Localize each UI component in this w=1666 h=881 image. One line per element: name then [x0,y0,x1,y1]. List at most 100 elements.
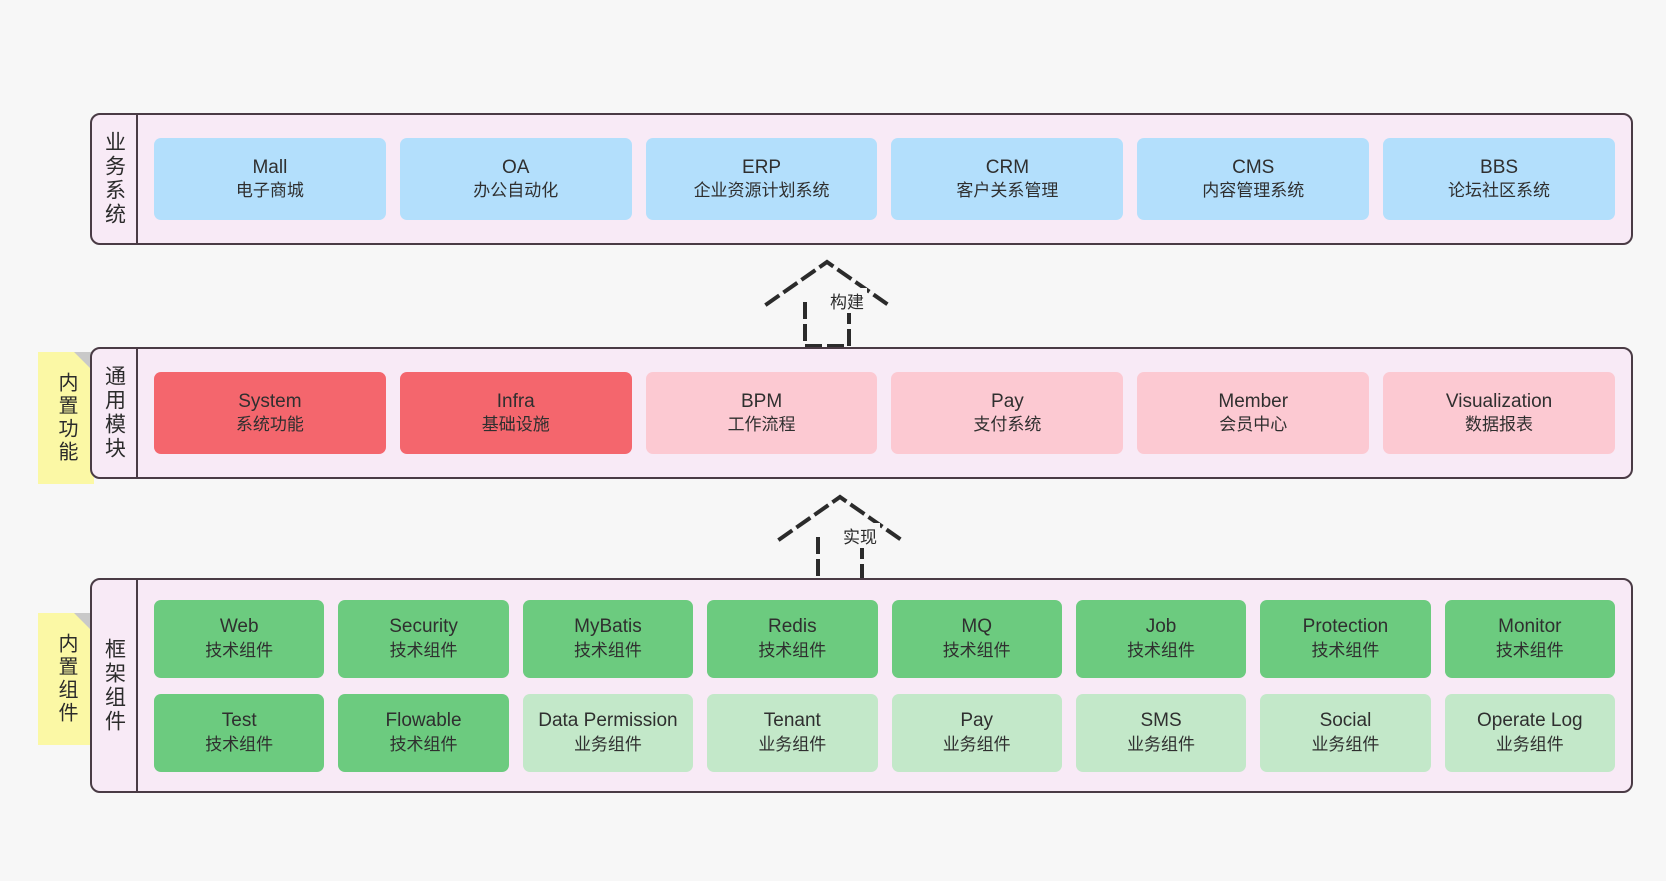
card-redis-name: Redis [768,616,817,638]
card-tenant-name: Tenant [763,710,821,732]
card-monitor-name: Monitor [1498,616,1562,638]
card-infra[interactable]: Infra 基础设施 [399,372,632,454]
card-security-name: Security [389,616,458,638]
card-member-name: Member [1218,390,1289,412]
card-infra-desc: 基础设施 [481,415,550,435]
connector-build-label: 构建 [827,288,867,313]
card-data-permission[interactable]: Data Permission 业务组件 [522,693,694,772]
card-pay-component[interactable]: Pay 业务组件 [891,693,1062,772]
card-monitor[interactable]: Monitor 技术组件 [1444,599,1615,678]
card-job-name: Job [1145,616,1177,638]
layer-business-systems: 业务系统 Mall 电子商城 OA 办公自动化 ERP 企业资源计划系统 CRM… [90,113,1633,245]
card-erp-desc: 企业资源计划系统 [693,181,830,201]
card-cms[interactable]: CMS 内容管理系统 [1137,138,1370,220]
card-tenant-desc: 业务组件 [758,734,827,754]
card-system-name: System [238,390,302,412]
framework-row-business: Test 技术组件 Flowable 技术组件 Data Permission … [154,693,1615,772]
card-social-desc: 业务组件 [1311,734,1380,754]
card-protection[interactable]: Protection 技术组件 [1260,599,1431,678]
card-test[interactable]: Test 技术组件 [154,693,325,772]
card-system[interactable]: System 系统功能 [154,372,386,454]
layer-body-common-modules: System 系统功能 Infra 基础设施 BPM 工作流程 Pay 支付系统… [138,349,1631,477]
card-bbs-name: BBS [1480,156,1519,178]
card-sms[interactable]: SMS 业务组件 [1075,693,1247,772]
card-mall-name: Mall [252,156,288,178]
card-mq-desc: 技术组件 [942,640,1011,660]
card-erp[interactable]: ERP 企业资源计划系统 [645,138,878,220]
layer-title-framework-components: 框架组件 [92,580,138,791]
card-oa-desc: 办公自动化 [473,181,559,201]
arrow-shaft-build [803,302,851,348]
card-member[interactable]: Member 会员中心 [1137,372,1370,454]
card-web[interactable]: Web 技术组件 [154,599,325,678]
arrowhead-implement [777,494,903,542]
card-crm[interactable]: CRM 客户关系管理 [891,138,1124,220]
card-pay-module-desc: 支付系统 [973,415,1042,435]
card-bpm[interactable]: BPM 工作流程 [645,372,878,454]
layer-body-framework-components: Web 技术组件 Security 技术组件 MyBatis 技术组件 Redi… [138,580,1631,791]
card-erp-name: ERP [742,156,782,178]
card-oa-name: OA [502,156,530,178]
card-mq[interactable]: MQ 技术组件 [891,599,1062,678]
card-flowable-desc: 技术组件 [389,734,458,754]
card-operate-log-name: Operate Log [1476,710,1583,732]
card-member-desc: 会员中心 [1219,415,1288,435]
card-flowable-name: Flowable [385,710,462,732]
card-mybatis[interactable]: MyBatis 技术组件 [522,599,694,678]
card-web-desc: 技术组件 [205,640,274,660]
card-social[interactable]: Social 业务组件 [1260,693,1431,772]
card-operate-log-desc: 业务组件 [1495,734,1564,754]
layer-framework-components: 框架组件 Web 技术组件 Security 技术组件 MyBatis 技术组件… [90,578,1633,793]
card-sms-name: SMS [1140,710,1182,732]
sticky-fold-icon [74,352,94,372]
sticky-fold-icon [74,613,94,633]
card-security-desc: 技术组件 [389,640,458,660]
sticky-note-builtin-features: 内置功能 [38,352,94,484]
connector-implement: 实现 [770,487,950,583]
card-pay-component-name: Pay [960,710,994,732]
card-mybatis-desc: 技术组件 [573,640,642,660]
framework-row-technical: Web 技术组件 Security 技术组件 MyBatis 技术组件 Redi… [154,599,1615,678]
card-data-permission-desc: 业务组件 [573,734,642,754]
card-security[interactable]: Security 技术组件 [338,599,509,678]
card-bpm-name: BPM [740,390,783,412]
card-test-name: Test [221,710,257,732]
card-pay-module-name: Pay [991,390,1024,412]
card-sms-desc: 业务组件 [1127,734,1196,754]
connector-build: 构建 [757,252,937,348]
card-web-name: Web [219,616,259,638]
card-monitor-desc: 技术组件 [1495,640,1564,660]
card-mall[interactable]: Mall 电子商城 [154,138,386,220]
card-flowable[interactable]: Flowable 技术组件 [338,693,509,772]
card-mall-desc: 电子商城 [235,181,304,201]
card-visualization-desc: 数据报表 [1465,415,1534,435]
card-crm-name: CRM [985,156,1030,178]
sticky-note-builtin-features-label: 内置功能 [55,372,77,464]
card-mq-name: MQ [961,616,992,638]
card-operate-log[interactable]: Operate Log 业务组件 [1444,693,1615,772]
card-test-desc: 技术组件 [205,734,274,754]
card-oa[interactable]: OA 办公自动化 [399,138,632,220]
card-bbs[interactable]: BBS 论坛社区系统 [1383,138,1615,220]
card-social-name: Social [1319,710,1372,732]
connector-implement-label: 实现 [840,523,880,548]
card-redis-desc: 技术组件 [758,640,827,660]
card-system-desc: 系统功能 [235,415,304,435]
card-cms-name: CMS [1232,156,1275,178]
layer-title-business-systems: 业务系统 [92,115,138,243]
card-redis[interactable]: Redis 技术组件 [707,599,878,678]
card-tenant[interactable]: Tenant 业务组件 [707,693,878,772]
card-job-desc: 技术组件 [1127,640,1196,660]
card-visualization[interactable]: Visualization 数据报表 [1383,372,1615,454]
card-pay-module[interactable]: Pay 支付系统 [891,372,1124,454]
sticky-note-builtin-components-label: 内置组件 [55,633,77,725]
card-protection-name: Protection [1302,616,1389,638]
card-protection-desc: 技术组件 [1311,640,1380,660]
card-mybatis-name: MyBatis [574,616,642,638]
card-bbs-desc: 论坛社区系统 [1448,181,1551,201]
card-job[interactable]: Job 技术组件 [1075,599,1247,678]
card-visualization-name: Visualization [1445,390,1553,412]
layer-common-modules: 通用模块 System 系统功能 Infra 基础设施 BPM 工作流程 Pay… [90,347,1633,479]
arrowhead-build [764,259,890,307]
